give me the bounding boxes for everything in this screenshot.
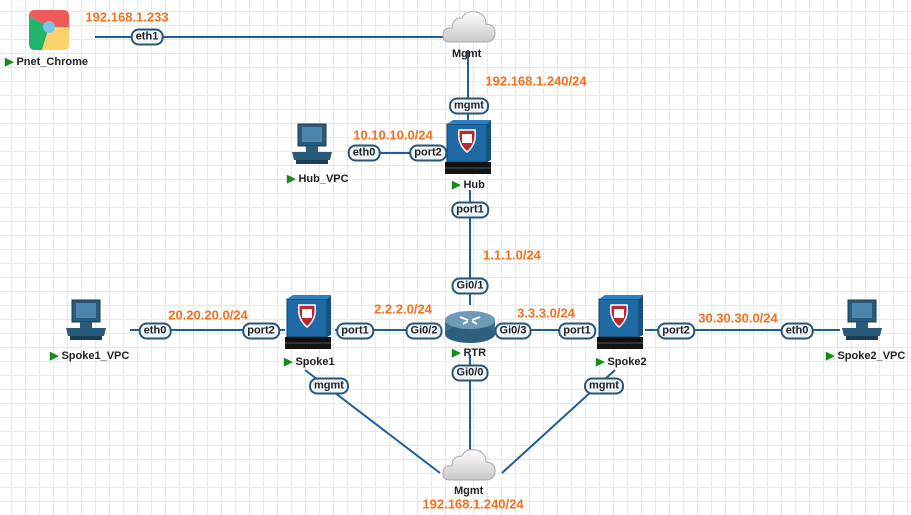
iface-rtr-gi02[interactable]: Gi0/2 [405,322,443,340]
spoke1-label: ▶Spoke1 [284,355,335,368]
router-icon [445,311,495,343]
running-icon: ▶ [287,173,296,185]
iface-hub-port2[interactable]: port2 [409,144,447,162]
iface-spoke1-port2[interactable]: port2 [242,322,280,340]
pc-icon [66,299,106,340]
iface-rtr-gi01[interactable]: Gi0/1 [451,277,489,295]
network-spoke2-wan: 3.3.3.0/24 [517,305,575,321]
spoke1-vpc-label: ▶Spoke1_VPC [50,349,129,362]
iface-spoke2-port1[interactable]: port1 [558,322,596,340]
mgmt-top-cloud[interactable] [440,8,498,46]
running-icon: ▶ [596,356,605,368]
node-name: Hub [463,179,485,191]
iface-spoke2vpc-eth0[interactable]: eth0 [780,322,814,340]
firewall-icon [597,295,643,349]
cloud-icon [442,11,496,43]
node-name: Spoke1 [295,356,335,368]
spoke2-firewall-node[interactable] [597,295,645,349]
node-name: Spoke2 [607,356,647,368]
iface-hubvpc-eth0[interactable]: eth0 [347,144,381,162]
mgmt-bottom-label: Mgmt [454,485,484,497]
iface-rtr-gi03[interactable]: Gi0/3 [494,322,532,340]
network-mgmt-top: 192.168.1.240/24 [485,73,587,89]
iface-spoke2-port2[interactable]: port2 [657,322,695,340]
firewall-icon [285,295,331,349]
spoke1-vpc-node[interactable] [64,298,108,342]
spoke1-firewall-node[interactable] [285,295,333,349]
hub-vpc-node[interactable] [290,122,334,166]
network-hub-lan: 10.10.10.0/24 [353,127,433,143]
rtr-router-node[interactable] [443,308,497,344]
iface-spoke1-mgmt[interactable]: mgmt [309,377,349,395]
firewall-icon [445,120,491,174]
node-name: Spoke2_VPC [837,350,906,362]
spoke2-vpc-node[interactable] [840,298,884,342]
hub-label: ▶Hub [452,178,485,191]
iface-hub-mgmt[interactable]: mgmt [449,97,489,115]
chrome-app-icon [29,10,69,50]
node-name: RTR [463,347,487,359]
hub-vpc-label: ▶Hub_VPC [287,172,349,185]
node-name: Pnet_Chrome [16,56,88,68]
running-icon: ▶ [452,347,461,359]
network-hub-wan: 1.1.1.0/24 [483,247,541,263]
iface-spoke2-mgmt[interactable]: mgmt [584,377,624,395]
pnet-chrome-label: ▶Pnet_Chrome [5,55,88,68]
mgmt-top-label: Mgmt [452,48,482,60]
hub-firewall-node[interactable] [445,120,493,174]
network-spoke2-lan: 30.30.30.0/24 [698,310,778,326]
spoke2-vpc-label: ▶Spoke2_VPC [826,349,905,362]
iface-chrome-eth1[interactable]: eth1 [130,28,164,46]
mgmt-bottom-cloud[interactable] [440,446,498,484]
iface-rtr-gi00[interactable]: Gi0/0 [451,364,489,382]
pc-icon [842,299,882,340]
network-spoke1-wan: 2.2.2.0/24 [374,301,432,317]
network-mgmt-bottom: 192.168.1.240/24 [422,496,524,512]
iface-hub-port1[interactable]: port1 [451,201,489,219]
iface-spoke1vpc-eth0[interactable]: eth0 [138,322,172,340]
running-icon: ▶ [5,56,14,68]
spoke2-label: ▶Spoke2 [596,355,647,368]
cloud-icon [442,449,496,481]
running-icon: ▶ [50,350,59,362]
pc-icon [292,123,332,164]
network-spoke1-lan: 20.20.20.0/24 [168,307,248,323]
iface-spoke1-port1[interactable]: port1 [336,322,374,340]
network-chrome-ip: 192.168.1.233 [85,9,169,25]
pnet-chrome-node[interactable] [28,9,70,51]
running-icon: ▶ [284,356,293,368]
rtr-label: ▶RTR [452,346,486,359]
node-name: Hub_VPC [298,173,349,185]
running-icon: ▶ [452,179,461,191]
node-name: Spoke1_VPC [61,350,130,362]
running-icon: ▶ [826,350,835,362]
